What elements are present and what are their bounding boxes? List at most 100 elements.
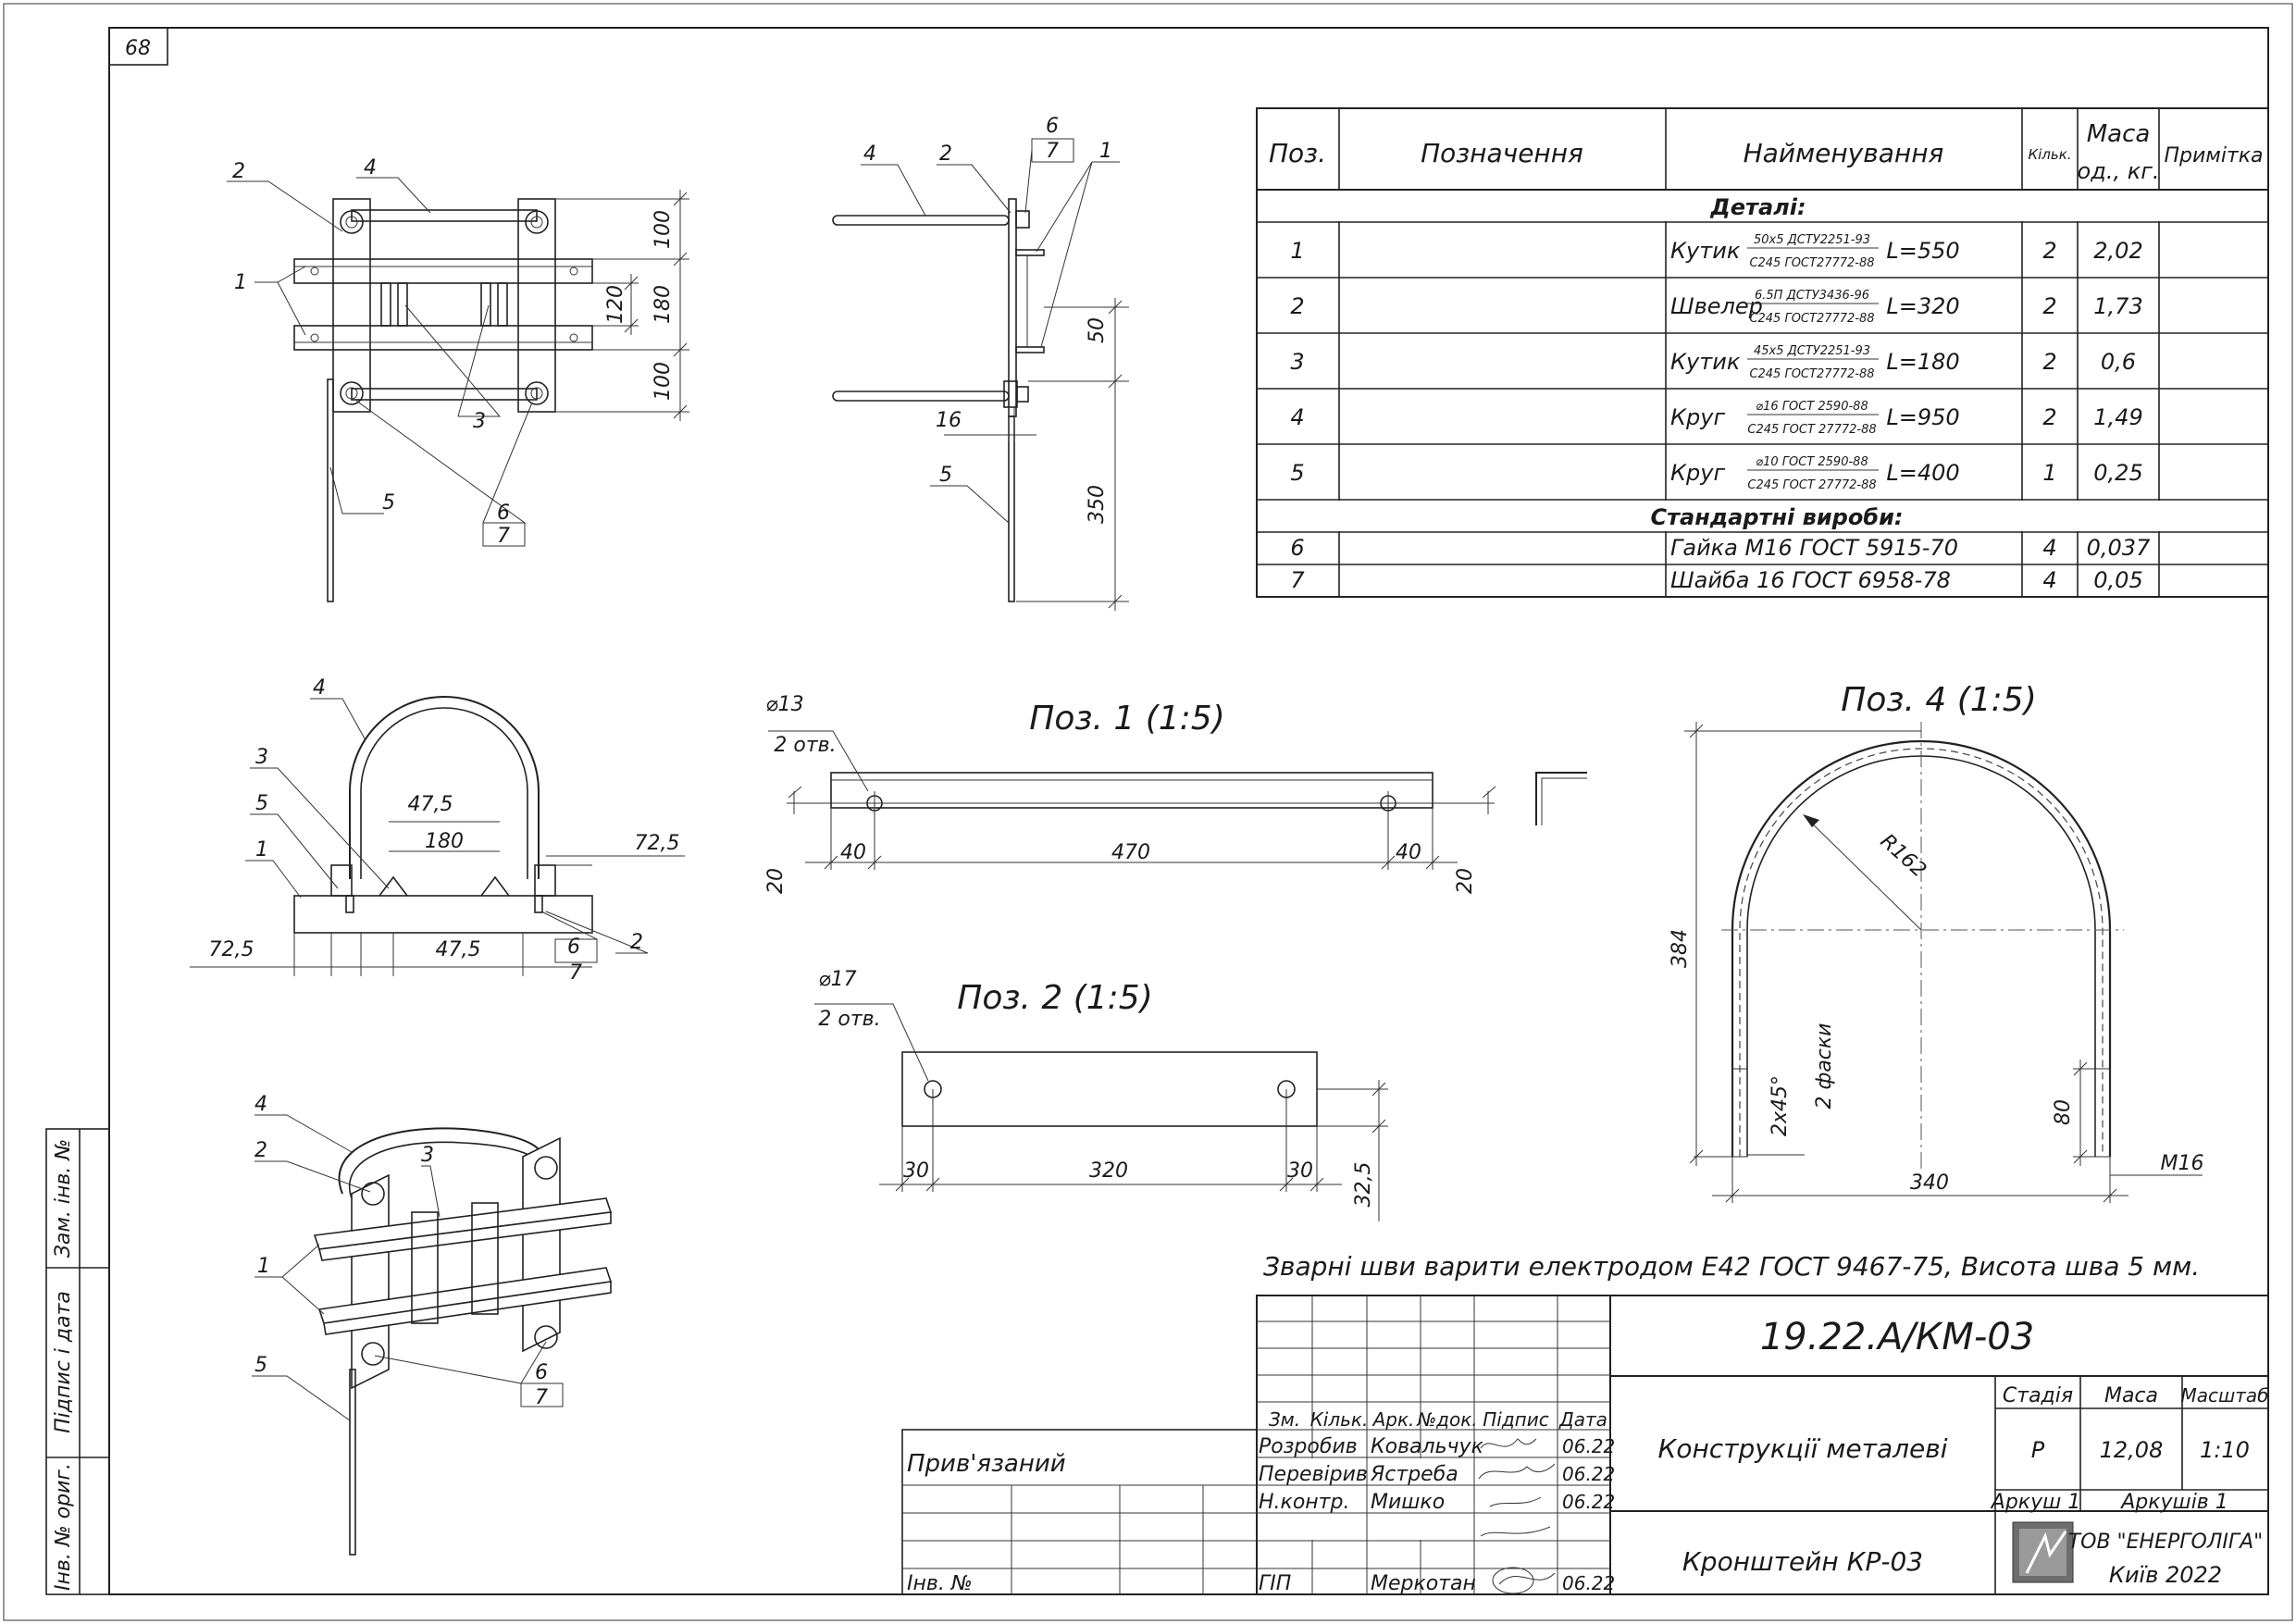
- table-row-pos: 5: [1290, 460, 1304, 486]
- front-callout-5: 5: [382, 491, 395, 514]
- table-header-mass-2: од., кг.: [2078, 158, 2160, 184]
- parts-table: Поз. Позначення Найменування Кільк. Маса…: [1256, 107, 2269, 598]
- table-row-length: L=400: [1886, 460, 1959, 486]
- table-row-length: L=950: [1886, 404, 1959, 430]
- pos1-dim-40-right: 40: [1396, 841, 1421, 864]
- tb-sheet: Аркуш 1: [1990, 1491, 2080, 1514]
- table-row-spec-top: ⌀10 ГОСТ 2590-88: [1756, 455, 1868, 469]
- pos2-dim-30-right: 30: [1287, 1159, 1313, 1183]
- pos2-dim-320: 320: [1089, 1159, 1128, 1183]
- pos1-hole-count: 2 отв.: [774, 734, 836, 757]
- front-callout-2: 2: [232, 160, 245, 183]
- pos1-dim-20-right: 20: [1454, 868, 1477, 894]
- tb-col-zm: Зм.: [1269, 1408, 1300, 1431]
- pos1-dim-470: 470: [1111, 841, 1150, 864]
- iso-callout-4: 4: [254, 1093, 267, 1116]
- table-std-row-mass: 0,05: [2093, 567, 2142, 593]
- front-callout-7: 7: [497, 525, 510, 548]
- tb-date-1: 06.22: [1562, 1463, 1615, 1485]
- tb-name-3: Меркотан: [1371, 1572, 1476, 1595]
- table-header-qty: Кільк.: [2028, 146, 2071, 163]
- table-row-name: Швелер: [1670, 293, 1763, 319]
- pos1-title: Поз. 1 (1:5): [1029, 700, 1225, 738]
- tb-name-0: Ковальчук: [1371, 1435, 1484, 1458]
- table-row-qty: 2: [2042, 404, 2056, 430]
- company-logo: [2012, 1521, 2074, 1583]
- iso-callout-3: 3: [421, 1144, 434, 1167]
- top-callout-7: 7: [569, 961, 582, 985]
- table-row-mass: 1,73: [2093, 293, 2142, 319]
- top-dim-47-5-top: 47,5: [408, 793, 453, 816]
- table-std-row-qty: 4: [2042, 567, 2056, 593]
- top-callout-1: 1: [255, 838, 268, 862]
- front-dim-100-top: 100: [652, 210, 675, 249]
- iso-callout-6: 6: [535, 1361, 548, 1384]
- table-row-qty: 2: [2042, 349, 2056, 375]
- tb-stage-label: Стадія: [2003, 1384, 2073, 1407]
- tb-role-0: Розробив: [1259, 1435, 1358, 1458]
- tb-date-3: 06.22: [1562, 1572, 1615, 1594]
- pos4-width: 340: [1910, 1172, 1949, 1195]
- side-dim-350: 350: [1086, 485, 1109, 524]
- tb-date-0: 06.22: [1562, 1435, 1615, 1457]
- table-row-name: Кутик: [1670, 349, 1741, 375]
- tb-item-name: Кронштейн КР-03: [1682, 1546, 1923, 1577]
- side-callout-2: 2: [939, 143, 952, 166]
- table-std-row-name: Гайка М16 ГОСТ 5915-70: [1670, 535, 1958, 561]
- top-view: 47,5 180 72,5 72,5 47,5 4 3 5 1 6 7 2: [190, 676, 685, 985]
- top-callout-3: 3: [255, 746, 268, 769]
- table-std-row-pos: 7: [1290, 567, 1305, 593]
- tb-col-doc: №док.: [1416, 1408, 1477, 1431]
- table-row-mass: 1,49: [2093, 404, 2142, 430]
- pos1-dim-20-left: 20: [764, 868, 788, 894]
- top-callout-4: 4: [313, 676, 326, 700]
- front-dim-180: 180: [652, 285, 675, 324]
- table-row-pos: 3: [1290, 349, 1304, 375]
- table-section-details: Деталі:: [1709, 194, 1806, 220]
- table-row-spec-top: 45х5 ДСТУ2251-93: [1754, 344, 1870, 358]
- tb-city-year: Київ 2022: [2109, 1562, 2222, 1588]
- tb-role-2: Н.контр.: [1259, 1491, 1349, 1514]
- tb-name-2: Мишко: [1371, 1491, 1445, 1514]
- table-std-row-qty: 4: [2042, 535, 2056, 561]
- table-row-mass: 0,25: [2093, 460, 2142, 486]
- tb-col-qty: Кільк.: [1310, 1408, 1369, 1431]
- table-row-spec-top: ⌀16 ГОСТ 2590-88: [1756, 400, 1868, 414]
- top-dim-47-5-bottom: 47,5: [436, 938, 481, 961]
- tb-scale-label: Масштаб: [2180, 1384, 2268, 1407]
- pos4-height: 384: [1669, 929, 1692, 968]
- top-callout-2: 2: [630, 931, 643, 954]
- table-row-pos: 1: [1290, 238, 1304, 264]
- table-header-name: Найменування: [1744, 138, 1944, 168]
- tb-stage: Р: [2031, 1437, 2045, 1463]
- detail-pos2: Поз. 2 (1:5) ⌀17 2 отв. 30 320 30 32,5: [814, 968, 1388, 1221]
- table-header-mass-1: Маса: [2087, 120, 2151, 148]
- tb-doc-code: 19.22.А/КМ-03: [1760, 1316, 2034, 1358]
- tb-col-sheet: Арк.: [1371, 1408, 1415, 1431]
- table-row-spec-bottom: С245 ГОСТ 27772-88: [1747, 423, 1876, 437]
- table-row-name: Кутик: [1670, 238, 1741, 264]
- table-section-standard: Стандартні вироби:: [1651, 504, 1904, 530]
- side-callout-7: 7: [1046, 140, 1059, 163]
- table-row-length: L=320: [1886, 293, 1959, 319]
- side-callout-1: 1: [1099, 140, 1112, 163]
- front-callout-1: 1: [234, 271, 247, 294]
- top-callout-6: 6: [567, 936, 580, 959]
- side-stamp-orig-inv: Інв. № ориг.: [52, 1463, 75, 1591]
- sheet-number: 68: [125, 37, 151, 60]
- side-callout-4: 4: [863, 143, 876, 166]
- tb-construction: Конструкції металеві: [1657, 1433, 1947, 1464]
- table-std-row-name: Шайба 16 ГОСТ 6958-78: [1670, 567, 1951, 593]
- table-row-spec-bottom: С245 ГОСТ27772-88: [1749, 256, 1874, 270]
- side-stamp-sign-date: Підпис і дата: [52, 1291, 75, 1433]
- tb-mass-label: Маса: [2104, 1384, 2158, 1407]
- iso-callout-2: 2: [254, 1139, 267, 1162]
- side-callout-6: 6: [1046, 115, 1059, 138]
- front-callout-4: 4: [364, 156, 377, 180]
- tb-name-1: Ястреба: [1370, 1463, 1458, 1486]
- table-std-row-mass: 0,037: [2087, 535, 2151, 561]
- tb-col-date: Дата: [1558, 1408, 1607, 1431]
- front-dim-100-bottom: 100: [652, 362, 675, 401]
- pos2-hole-count: 2 отв.: [818, 1008, 880, 1031]
- table-row-length: L=180: [1886, 349, 1959, 375]
